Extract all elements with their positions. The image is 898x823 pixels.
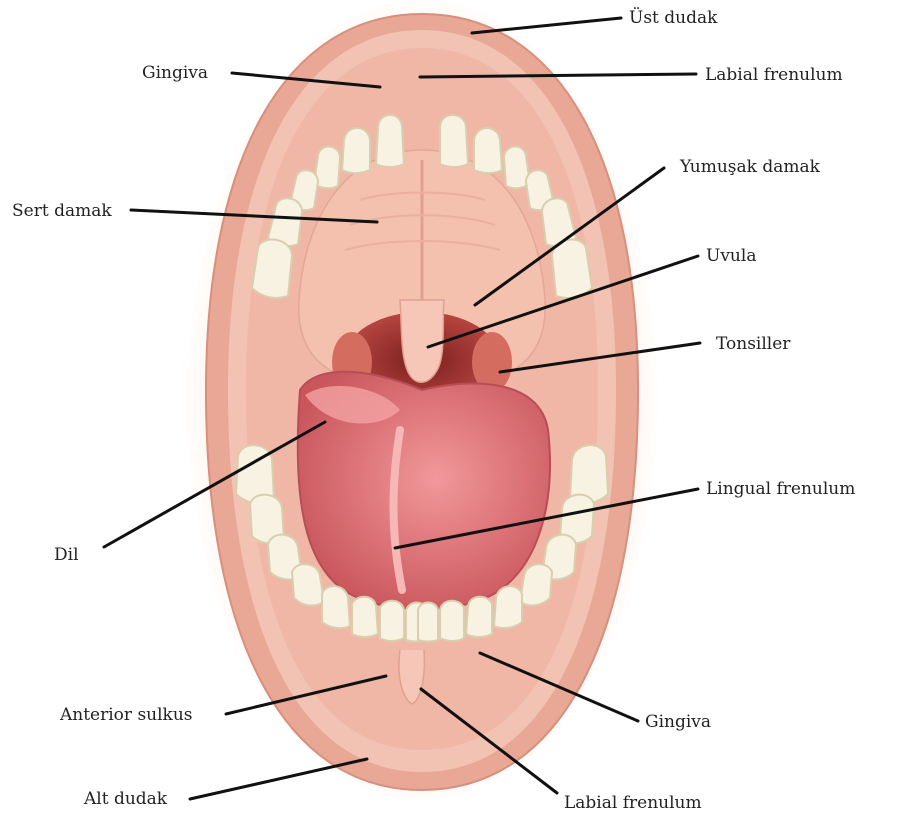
label-alt-dudak: Alt dudak — [83, 789, 168, 809]
label-sert-damak: Sert damak — [12, 201, 112, 221]
label-gingiva-bottom: Gingiva — [645, 712, 711, 732]
label-dil: Dil — [54, 545, 79, 565]
uvula — [400, 300, 444, 382]
label-lingual-frenulum: Lingual frenulum — [706, 479, 855, 499]
label-anterior-sulkus: Anterior sulkus — [59, 705, 193, 725]
label-tonsiller: Tonsiller — [716, 334, 791, 354]
label-labial-frenulum-top: Labial frenulum — [705, 65, 843, 85]
leader-alt-dudak — [190, 759, 367, 799]
label-ust-dudak: Üst dudak — [629, 7, 718, 28]
label-uvula: Uvula — [706, 246, 756, 266]
label-yumusak-damak: Yumuşak damak — [679, 157, 821, 177]
label-labial-frenulum-bottom: Labial frenulum — [564, 793, 702, 813]
label-gingiva-top: Gingiva — [142, 63, 208, 83]
